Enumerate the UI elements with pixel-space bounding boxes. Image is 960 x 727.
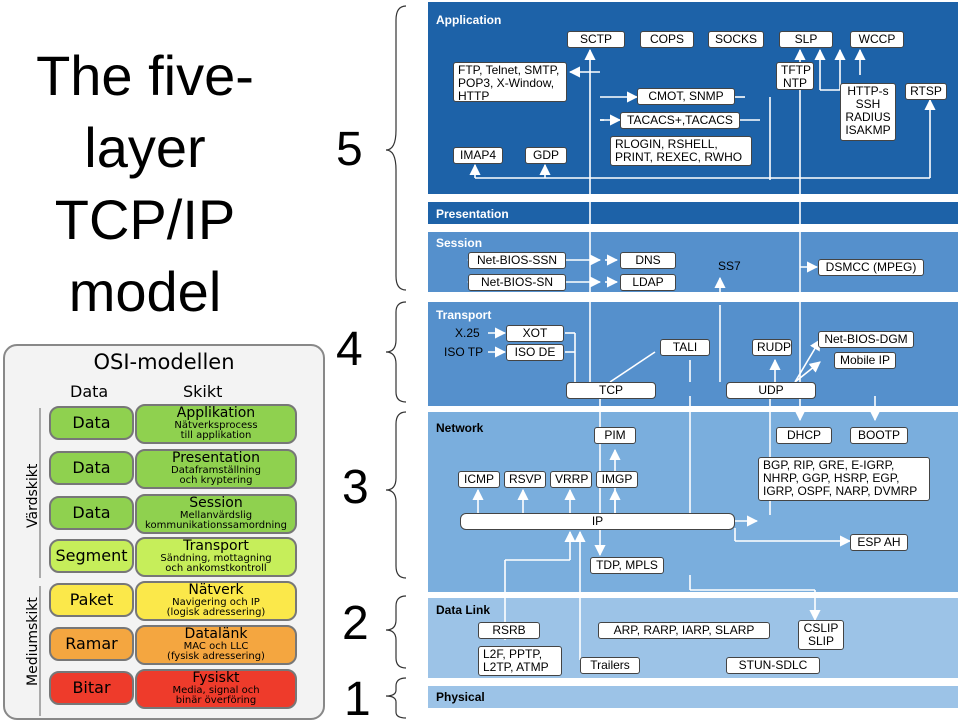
ss7-label: SS7: [718, 259, 741, 273]
layer-number-5: 5: [336, 123, 363, 176]
osi-data-cell: Data: [49, 451, 134, 485]
application-label: Application: [436, 13, 502, 27]
xot-box: XOT: [506, 325, 564, 342]
dhcp-box: DHCP: [776, 427, 832, 444]
rsvp-box: RSVP: [504, 471, 546, 488]
brace-3: [385, 411, 407, 579]
icmp-box: ICMP: [458, 471, 500, 488]
gdp-box: GDP: [525, 147, 567, 164]
netbios-dgm-box: Net-BIOS-DGM: [818, 331, 914, 348]
dsmcc-box: DSMCC (MPEG): [818, 259, 924, 276]
osi-data-cell: Ramar: [49, 627, 134, 661]
routing-protocols-box: BGP, RIP, GRE, E-IGRP,NHRP, GGP, HSRP, E…: [758, 457, 930, 501]
osi-title: OSI-modellen: [93, 350, 235, 374]
slp-box: SLP: [779, 31, 833, 48]
udp-box: UDP: [726, 382, 816, 399]
layer-number-4: 4: [336, 323, 363, 376]
arp-box: ARP, RARP, IARP, SLARP: [598, 622, 770, 639]
osi-data-cell: Segment: [49, 539, 134, 573]
esp-ah-box: ESP AH: [850, 534, 908, 551]
imap4-box: IMAP4: [453, 147, 503, 164]
osi-data-cell: Data: [49, 406, 134, 440]
layer-braces: [385, 5, 407, 719]
ftp-telnet-box: FTP, Telnet, SMTP,POP3, X-Window,HTTP: [453, 62, 567, 103]
tali-box: TALI: [660, 339, 710, 356]
brace-1: [385, 677, 407, 719]
socks-box: SOCKS: [708, 31, 764, 48]
osi-layer-header: Skikt: [183, 382, 223, 401]
osi-data-cell: Paket: [49, 583, 134, 617]
session-label: Session: [436, 236, 483, 250]
rlogin-box: RLOGIN, RSHELL,PRINT, REXEC, RWHO: [610, 136, 752, 166]
rudp-box: RUDP: [752, 339, 792, 356]
brace-5: [385, 5, 407, 291]
transport-label: Transport: [436, 308, 492, 322]
brace-4: [385, 301, 407, 403]
netbios-sn-box: Net-BIOS-SN: [468, 274, 566, 291]
stun-sdlc-box: STUN-SDLC: [726, 657, 820, 674]
presentation-band: [428, 202, 958, 224]
tdp-mpls-box: TDP, MPLS: [590, 557, 664, 574]
osi-data-cell: Bitar: [49, 671, 134, 705]
cops-box: COPS: [640, 31, 694, 48]
trailers-box: Trailers: [580, 657, 640, 674]
brace-2: [385, 595, 407, 669]
osi-data-cell: Data: [49, 496, 134, 530]
pim-box: PIM: [594, 427, 636, 444]
network-label: Network: [436, 421, 484, 435]
iso-tp-label: ISO TP: [444, 345, 484, 359]
dns-box: DNS: [620, 252, 676, 269]
iso-de-box: ISO DE: [506, 344, 564, 361]
vrrp-box: VRRP: [550, 471, 592, 488]
physical-label: Physical: [436, 690, 485, 704]
layer-number-2: 2: [342, 597, 369, 650]
sctp-box: SCTP: [567, 31, 625, 48]
bootp-box: BOOTP: [850, 427, 908, 444]
rsrb-box: RSRB: [478, 622, 540, 639]
l2f-pptp-box: L2F, PPTP,L2TP, ATMP: [478, 646, 562, 676]
media-layers-line: [39, 586, 41, 716]
tacacs-box: TACACS+,TACACS: [620, 112, 740, 129]
netbios-ssn-box: Net-BIOS-SSN: [468, 252, 566, 269]
ip-box: IP: [460, 513, 735, 530]
tcp-box: TCP: [566, 382, 656, 399]
x25-label: X.25: [455, 326, 480, 340]
host-layers-line: [39, 408, 41, 578]
osi-model-panel: OSI-modellen Data Skikt Värdskikt Medium…: [3, 344, 325, 720]
datalink-label: Data Link: [436, 603, 491, 617]
ldap-box: LDAP: [620, 274, 676, 291]
imgp-box: IMGP: [596, 471, 638, 488]
cmot-snmp-box: CMOT, SNMP: [637, 88, 735, 105]
rtsp-box: RTSP: [905, 83, 947, 100]
physical-band: [428, 686, 958, 708]
layer-number-3: 3: [342, 461, 369, 514]
page-title: The five- layer TCP/IP model: [36, 44, 254, 323]
wccp-box: WCCP: [850, 31, 904, 48]
presentation-label: Presentation: [436, 207, 509, 221]
mobile-ip-box: Mobile IP: [834, 352, 896, 369]
osi-data-header: Data: [70, 382, 109, 401]
layer-number-1: 1: [344, 673, 371, 726]
